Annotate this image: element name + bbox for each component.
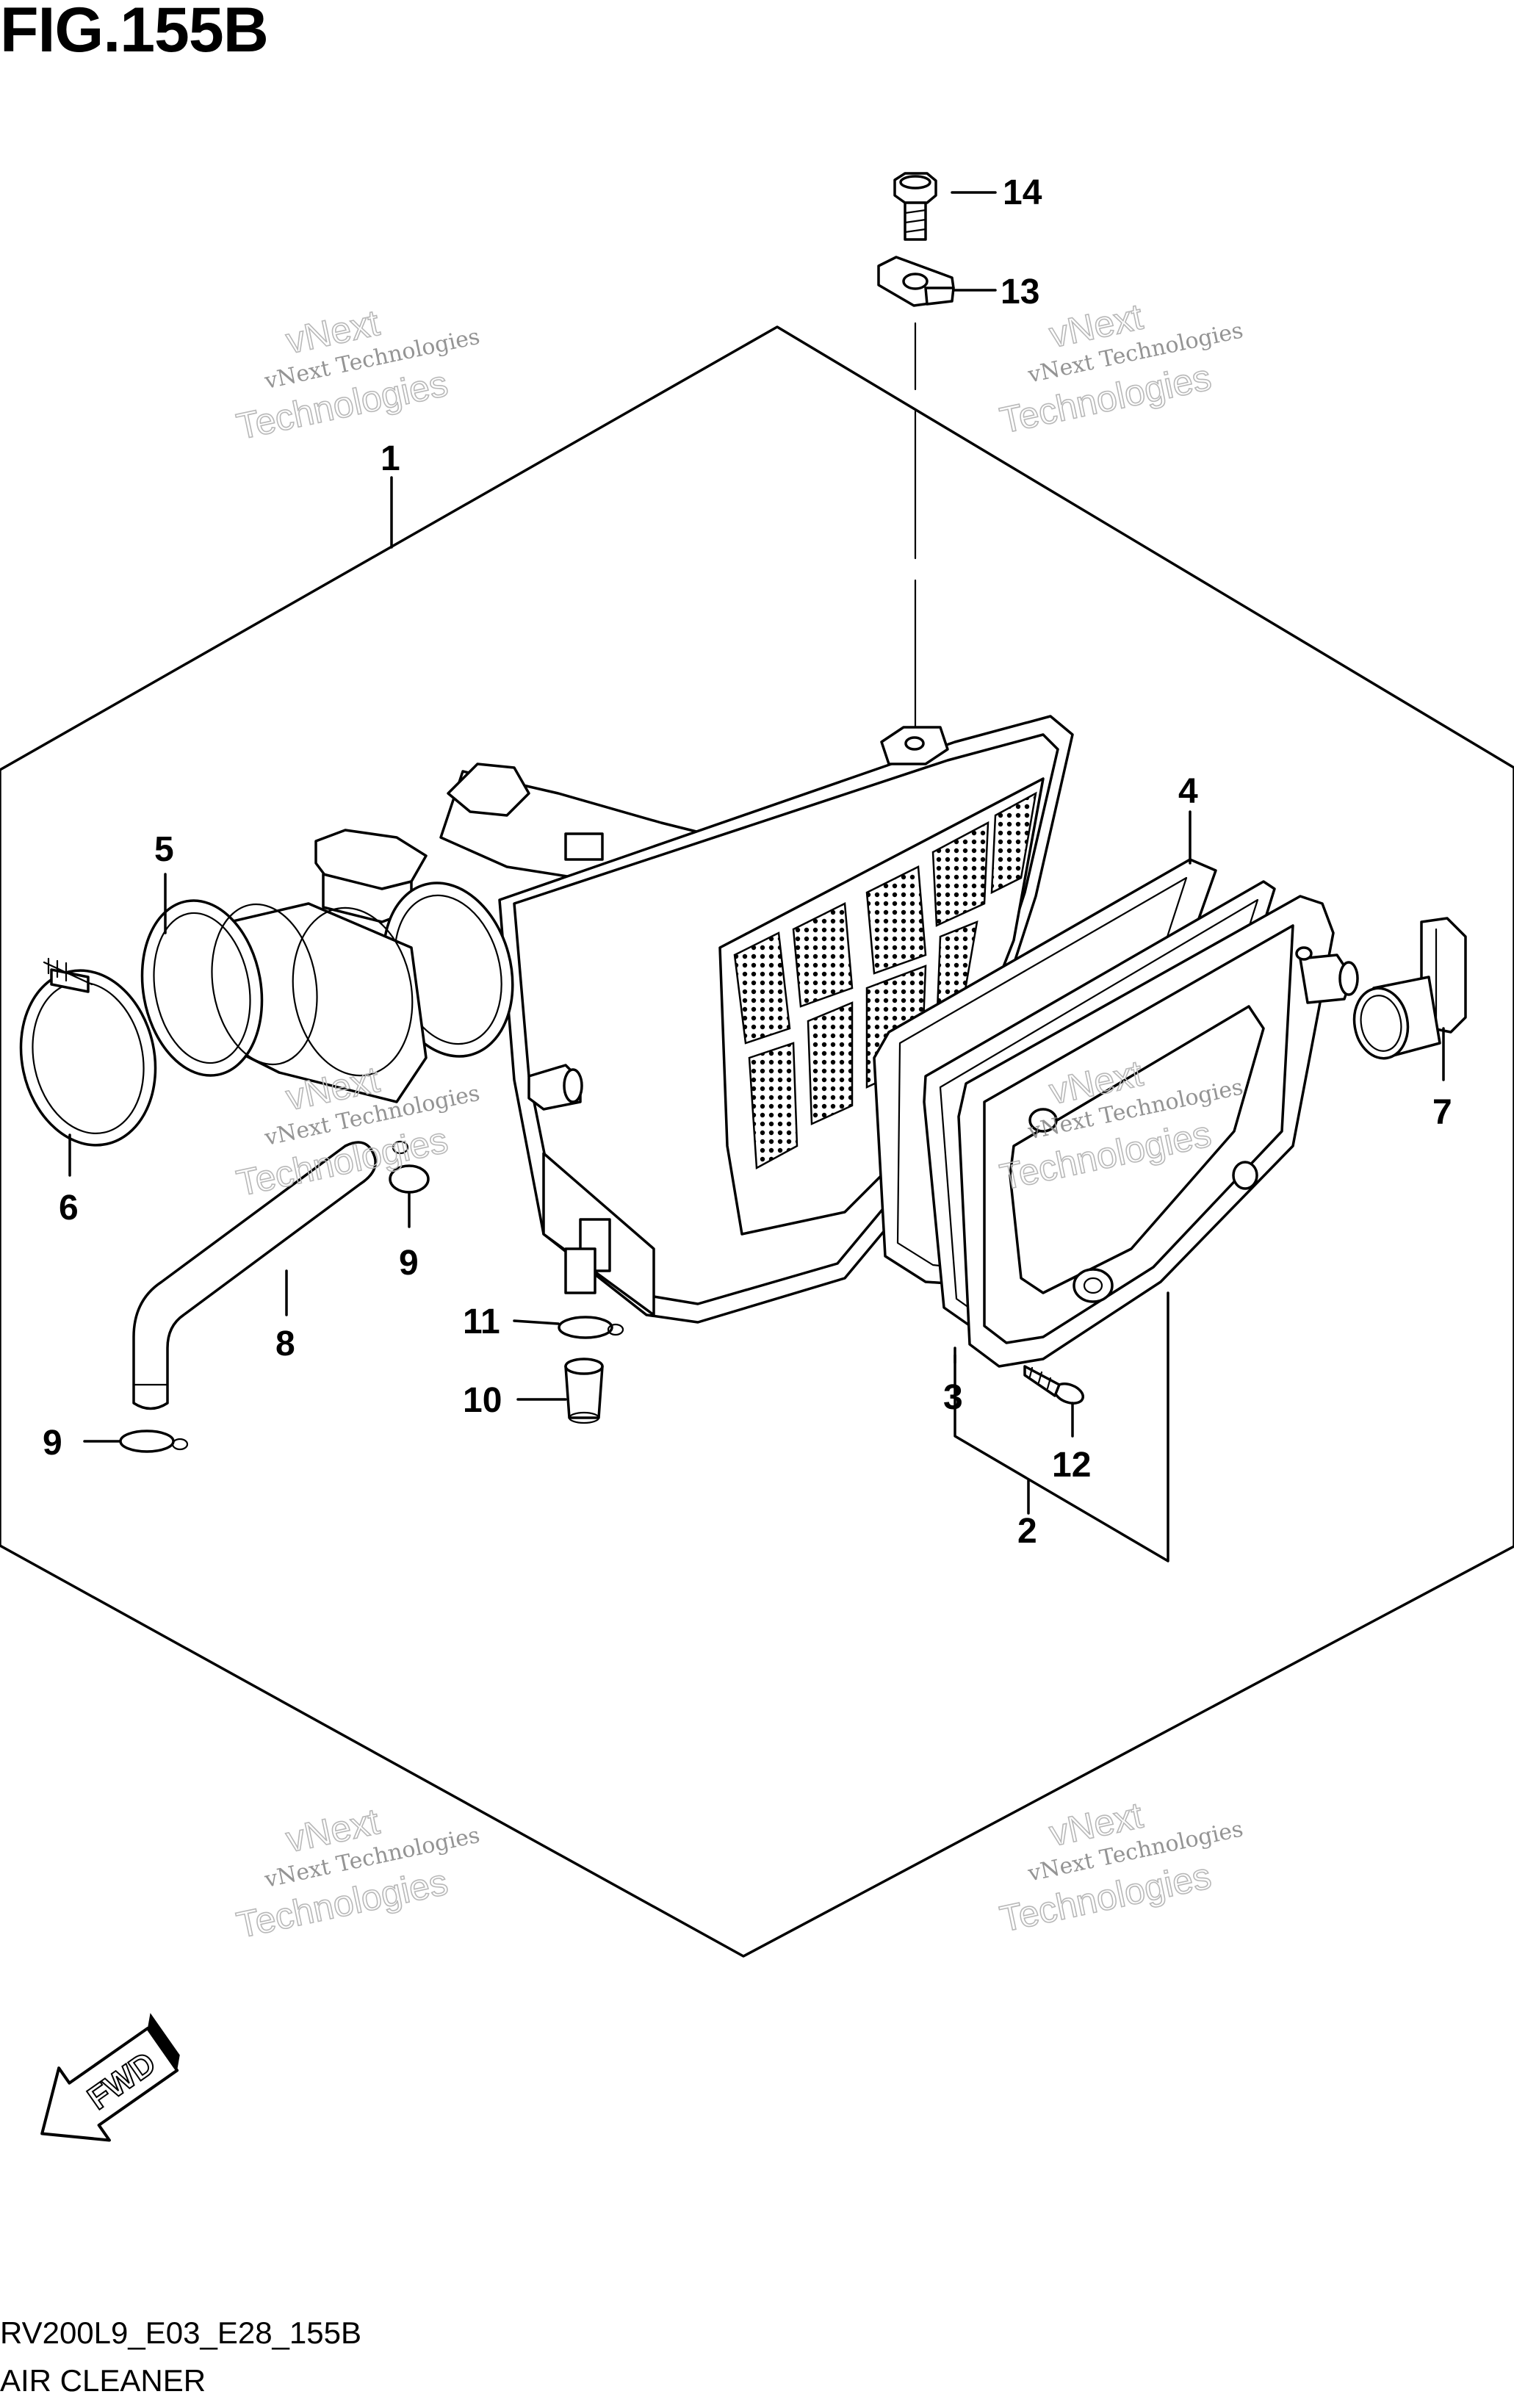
callout-7: 7 xyxy=(1432,1093,1452,1132)
callout-2: 2 xyxy=(1017,1512,1037,1551)
callout-10: 10 xyxy=(463,1381,502,1420)
part-13-clip-nut xyxy=(877,256,955,307)
assembly-boundary xyxy=(0,325,1514,1958)
callout-3: 3 xyxy=(943,1378,963,1417)
callout-13: 13 xyxy=(1001,273,1039,311)
part-11-clip xyxy=(558,1316,624,1339)
figure-name: AIR CLEANER xyxy=(0,2363,206,2398)
watermark-bottom-left: vNext vNext Technologies Technologies xyxy=(232,1800,482,1946)
figure-code: RV200L9_E03_E28_155B xyxy=(0,2315,361,2350)
part-5-intake-boot xyxy=(140,899,428,1103)
leader-lines xyxy=(68,191,1445,1562)
part-14-bolt xyxy=(893,172,937,241)
part-10-drain-plug xyxy=(564,1358,604,1424)
part-9-hose-clip-lower xyxy=(119,1430,189,1453)
part-8-drain-hose xyxy=(132,1141,377,1410)
figure-title: FIG.155B xyxy=(0,0,268,65)
callout-14: 14 xyxy=(1003,173,1042,212)
callout-labels: 14 13 1 4 5 6 7 8 9 9 11 10 3 12 2 xyxy=(43,173,1452,1551)
callout-9-upper: 9 xyxy=(399,1244,419,1283)
callout-4: 4 xyxy=(1178,772,1198,811)
callout-6: 6 xyxy=(59,1189,79,1228)
callout-9-lower: 9 xyxy=(43,1424,62,1463)
fwd-arrow-icon: FWD xyxy=(40,2013,180,2142)
watermark-top-left: vNext vNext Technologies Technologies xyxy=(232,301,482,447)
part-6-hose-clamp xyxy=(19,957,157,1147)
part-12-screw xyxy=(1023,1365,1084,1405)
callout-8: 8 xyxy=(275,1324,295,1363)
part-7-outlet-duct xyxy=(1352,917,1467,1060)
callout-5: 5 xyxy=(154,830,174,869)
part-2-air-cleaner-cover xyxy=(957,895,1359,1368)
callout-12: 12 xyxy=(1052,1446,1091,1485)
watermark-bottom-right: vNext vNext Technologies Technologies xyxy=(996,1794,1246,1940)
callout-1: 1 xyxy=(381,439,400,478)
callout-11: 11 xyxy=(463,1302,500,1341)
